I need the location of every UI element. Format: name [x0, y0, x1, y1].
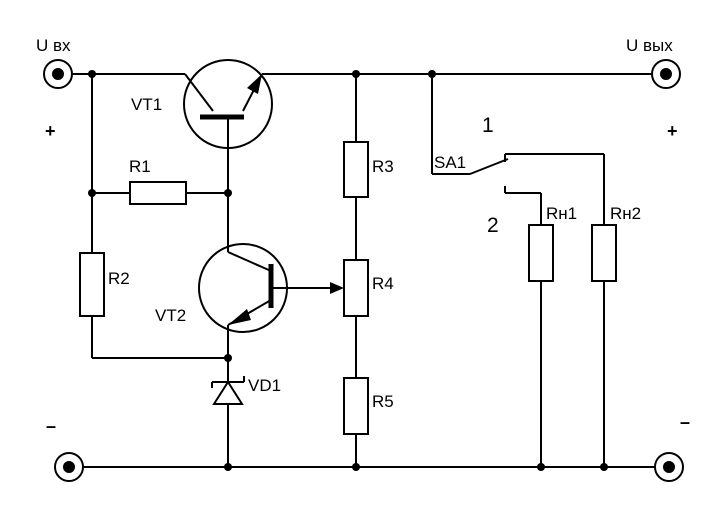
vt1-label: VT1: [131, 95, 162, 114]
input-plus-sign: +: [45, 121, 56, 141]
switch-position-1: 1: [482, 114, 494, 137]
vd1-label: VD1: [248, 376, 281, 395]
output-plus-sign: +: [667, 121, 678, 141]
junction-dots: [88, 70, 608, 471]
transistor-vt2: [198, 243, 288, 333]
vt2-label: VT2: [155, 306, 186, 325]
r3-label: R3: [372, 157, 394, 176]
vt2-base-wire: [271, 282, 344, 294]
input-terminal-label: U вх: [36, 36, 71, 55]
load-resistor-rn1: [528, 224, 554, 282]
r2-label: R2: [108, 269, 130, 288]
load-wires: [540, 154, 605, 467]
sa1-label: SA1: [434, 153, 466, 172]
switch-position-2: 2: [487, 214, 499, 237]
r5-label: R5: [372, 392, 394, 411]
input-positive-terminal: [43, 59, 73, 89]
r4-label: R4: [372, 274, 394, 293]
potentiometer-r4: [343, 259, 369, 317]
rn1-label: Rн1: [546, 204, 577, 223]
output-negative-terminal: [654, 452, 684, 482]
rn2-label: Rн2: [610, 204, 641, 223]
input-negative-terminal: [54, 452, 84, 482]
input-minus-sign: –: [46, 416, 56, 436]
resistor-r1: [129, 181, 187, 205]
r1-label: R1: [129, 157, 151, 176]
output-minus-sign: –: [680, 412, 690, 432]
left-branch-wires: [91, 74, 228, 359]
switch-sa1: [431, 74, 604, 194]
load-resistor-rn2: [591, 224, 617, 282]
resistor-r3: [343, 141, 369, 198]
resistor-r2: [79, 252, 105, 317]
output-positive-terminal: [651, 59, 681, 89]
zener-diode-vd1: [211, 376, 245, 405]
output-terminal-label: U вых: [626, 36, 673, 55]
resistor-r5: [343, 377, 369, 435]
